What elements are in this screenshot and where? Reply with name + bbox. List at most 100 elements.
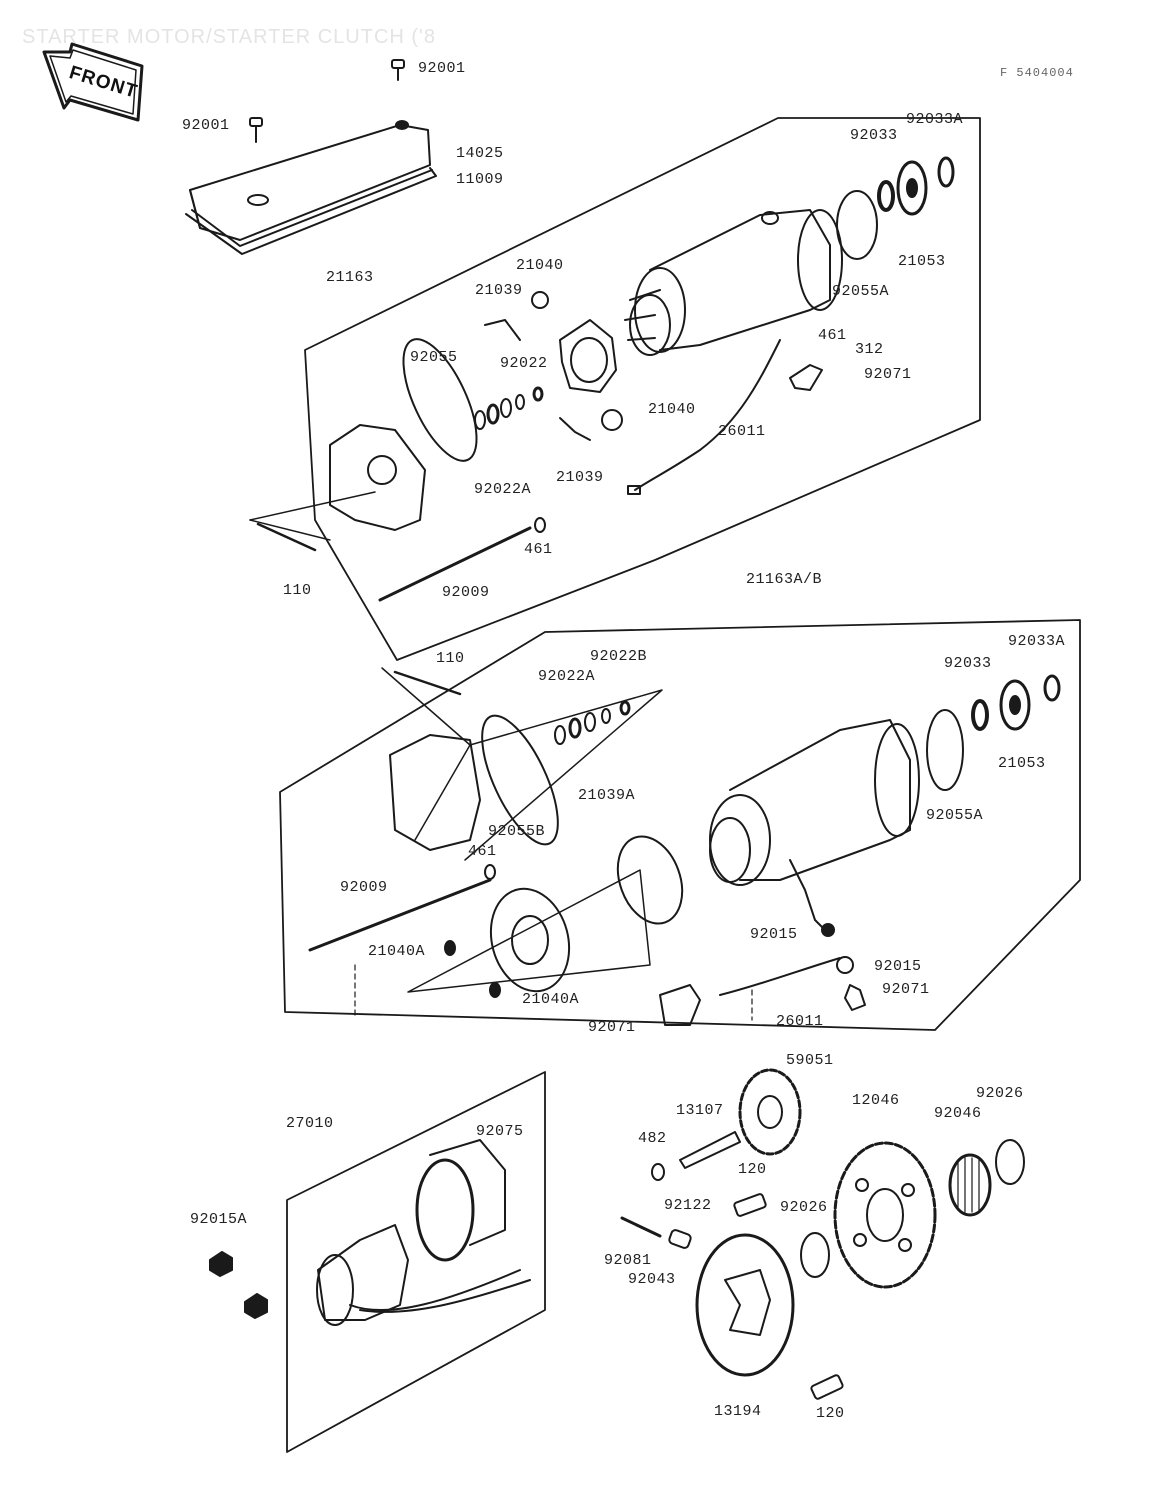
end-cover-middle-icon (489, 887, 571, 993)
label-110-upper: 110 (283, 582, 312, 599)
label-92009-upper: 92009 (442, 584, 490, 601)
upper-assembly-outline (304, 117, 981, 661)
page-title: STARTER MOTOR/STARTER CLUTCH ('8 (22, 26, 437, 48)
clutch-13194-icon (695, 1233, 795, 1377)
oring-92055B-icon (481, 714, 559, 846)
label-92001-top: 92001 (418, 60, 466, 77)
label-26011-upper: 26011 (718, 423, 766, 440)
long-bolt-92009-upper-icon (378, 526, 532, 602)
label-92033A-upper: 92033A (906, 111, 964, 128)
nut-92015A-icon (209, 1251, 268, 1319)
washer-92033-upper-icon (877, 180, 895, 212)
label-59051: 59051 (786, 1052, 834, 1069)
washers-92022-upper-icon (474, 386, 544, 430)
starter-cover-icon (185, 120, 437, 255)
label-461-middle: 461 (468, 843, 497, 860)
bolt-110-upper-icon (256, 522, 317, 552)
brush-21039-lower-icon (559, 417, 591, 441)
label-461-upper-right: 461 (818, 327, 847, 344)
label-120-upper: 120 (738, 1161, 767, 1178)
spring-92081-icon (620, 1216, 662, 1238)
nut-461-upper-icon (534, 517, 546, 533)
label-92015-middle: 92015 (750, 926, 798, 943)
label-92055B: 92055B (488, 823, 546, 840)
starter-motor-lower-icon (316, 1224, 409, 1326)
roller-92043-icon (668, 1229, 692, 1249)
oring-92055-upper-icon (402, 338, 478, 462)
label-92033-upper: 92033 (850, 127, 898, 144)
label-92075: 92075 (476, 1123, 524, 1140)
label-92071-right: 92071 (882, 981, 930, 998)
gear-59051-icon (738, 1068, 802, 1156)
washer-92033-middle-icon (971, 699, 989, 731)
brush-21040A-icon (444, 940, 501, 998)
label-21163: 21163 (326, 269, 374, 286)
label-92015A: 92015A (190, 1211, 248, 1228)
bolt-92001-left-icon (249, 117, 263, 143)
label-21039A: 21039A (578, 787, 636, 804)
washers-92022-middle-icon (554, 700, 631, 745)
oring-92055A-middle-icon (926, 709, 964, 791)
label-21053-upper: 21053 (898, 253, 946, 270)
label-92001-left: 92001 (182, 117, 230, 134)
lower-left-assembly-outline (286, 1071, 546, 1453)
label-21039-upper: 21039 (475, 282, 523, 299)
circlip-482-icon (651, 1163, 665, 1181)
label-21053-middle: 21053 (998, 755, 1046, 772)
label-92122: 92122 (664, 1197, 712, 1214)
brush-21040-lower-icon (601, 409, 623, 431)
bolt-92001-icon (391, 59, 405, 81)
bolt-110-middle-icon (393, 670, 462, 696)
terminal-92071-upper-icon (789, 364, 823, 391)
label-92026-right: 92026 (976, 1085, 1024, 1102)
label-21040A-left: 21040A (368, 943, 426, 960)
label-12046: 12046 (852, 1092, 900, 1109)
label-92055A-upper: 92055A (832, 283, 890, 300)
brush-spring-21040-upper-icon (531, 291, 549, 309)
label-92055: 92055 (410, 349, 458, 366)
lead-26011-middle-icon (719, 957, 841, 996)
label-92055A-middle: 92055A (926, 807, 984, 824)
label-92022A-middle: 92022A (538, 668, 596, 685)
label-110-middle: 110 (436, 650, 465, 667)
label-92022A-upper: 92022A (474, 481, 532, 498)
label-21163AB: 21163A/B (746, 571, 823, 588)
middle-assembly-outline (279, 619, 1081, 1031)
label-92015-right: 92015 (874, 958, 922, 975)
brush-21039-upper-icon (484, 319, 521, 341)
label-26011-middle: 26011 (776, 1013, 824, 1030)
label-21040-lower: 21040 (648, 401, 696, 418)
diagram-reference-code: F 5404004 (1000, 66, 1074, 80)
label-482: 482 (638, 1130, 667, 1147)
brush-holder-upper-icon (559, 319, 617, 393)
label-21039-lower: 21039 (556, 469, 604, 486)
label-92026-left: 92026 (780, 1199, 828, 1216)
oring-92055A-upper-icon (836, 190, 878, 260)
gear-21053-middle-icon (999, 679, 1031, 731)
starter-motor-upper-icon (624, 209, 843, 356)
end-cover-upper-icon (329, 424, 426, 531)
starter-motor-middle-icon (709, 719, 920, 886)
gear-21053-upper-icon (896, 160, 928, 216)
label-92046: 92046 (934, 1105, 982, 1122)
long-bolt-92009-middle-icon (308, 878, 492, 952)
label-14025: 14025 (456, 145, 504, 162)
label-92022B: 92022B (590, 648, 648, 665)
washer-92026-right-icon (995, 1139, 1025, 1185)
label-92033-middle: 92033 (944, 655, 992, 672)
label-21040-upper: 21040 (516, 257, 564, 274)
brush-holder-middle-icon (616, 835, 684, 925)
bolt-92122-icon (733, 1193, 767, 1217)
bearing-92046-icon (948, 1153, 992, 1217)
label-92009-middle: 92009 (340, 879, 388, 896)
label-120-lower: 120 (816, 1405, 845, 1422)
cover-92075-icon (415, 1139, 506, 1262)
label-11009: 11009 (456, 171, 504, 188)
label-92033A-middle: 92033A (1008, 633, 1066, 650)
bolt-120-lower-icon (810, 1374, 844, 1400)
label-92022: 92022 (500, 355, 548, 372)
label-13107: 13107 (676, 1102, 724, 1119)
label-92043: 92043 (628, 1271, 676, 1288)
